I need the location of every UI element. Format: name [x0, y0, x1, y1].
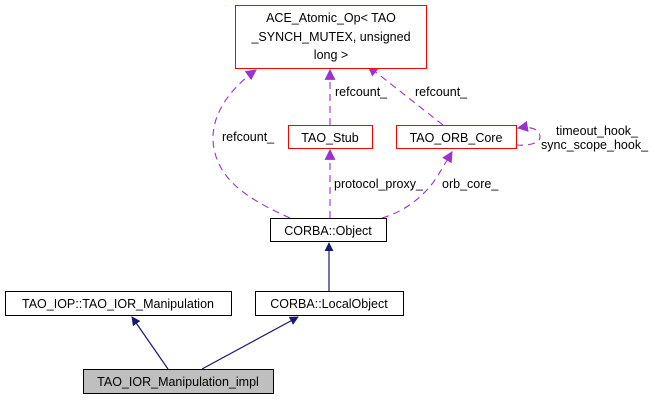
edge-inherit-localobject-to-impl — [201, 316, 299, 370]
node-ace-line-1: ACE_Atomic_Op< TAO — [266, 11, 396, 25]
node-corba-localobject-label: CORBA::LocalObject — [270, 297, 388, 311]
edge-usage-self-loop-orb-core — [515, 120, 541, 146]
edge-label-sync-scope-hook: sync_scope_hook_ — [541, 138, 649, 152]
edge-label-protocol-proxy: protocol_proxy_ — [334, 177, 424, 191]
node-corba-object[interactable]: CORBA::Object — [270, 218, 387, 242]
edge-label-refcount-orb: refcount_ — [415, 85, 468, 99]
edge-label-refcount-stub: refcount_ — [335, 85, 388, 99]
node-tao-stub-label: TAO_Stub — [301, 131, 358, 145]
node-corba-object-label: CORBA::Object — [284, 224, 372, 238]
node-tao-stub[interactable]: TAO_Stub — [288, 125, 373, 149]
node-corba-localobject[interactable]: CORBA::LocalObject — [255, 291, 404, 316]
edge-usage-refcount-ace-to-corba-object — [212, 69, 291, 219]
node-tao-ior-manipulation-impl[interactable]: TAO_IOR_Manipulation_impl — [83, 369, 274, 394]
edge-usage-refcount-ace-to-orb-core — [367, 65, 444, 126]
node-tao-orb-core[interactable]: TAO_ORB_Core — [396, 125, 517, 149]
node-impl-label: TAO_IOR_Manipulation_impl — [97, 375, 259, 389]
node-ace-atomic-op[interactable]: ACE_Atomic_Op< TAO _SYNCH_MUTEX, unsigne… — [235, 5, 427, 69]
node-tao-iop-label: TAO_IOP::TAO_IOR_Manipulation — [22, 297, 214, 311]
node-ace-line-2: _SYNCH_MUTEX, unsigned — [250, 30, 410, 44]
node-tao-iop-ior-manipulation[interactable]: TAO_IOP::TAO_IOR_Manipulation — [5, 291, 232, 316]
edge-inherit-iop-to-impl — [131, 316, 169, 370]
edge-label-orb-core: orb_core_ — [442, 177, 499, 191]
node-tao-orb-core-label: TAO_ORB_Core — [410, 131, 503, 145]
edge-label-refcount-left: refcount_ — [222, 130, 275, 144]
edge-usage-orb-core — [381, 151, 453, 219]
edge-label-timeout-hook: timeout_hook_ — [556, 124, 639, 138]
node-ace-line-3: long > — [314, 48, 348, 62]
